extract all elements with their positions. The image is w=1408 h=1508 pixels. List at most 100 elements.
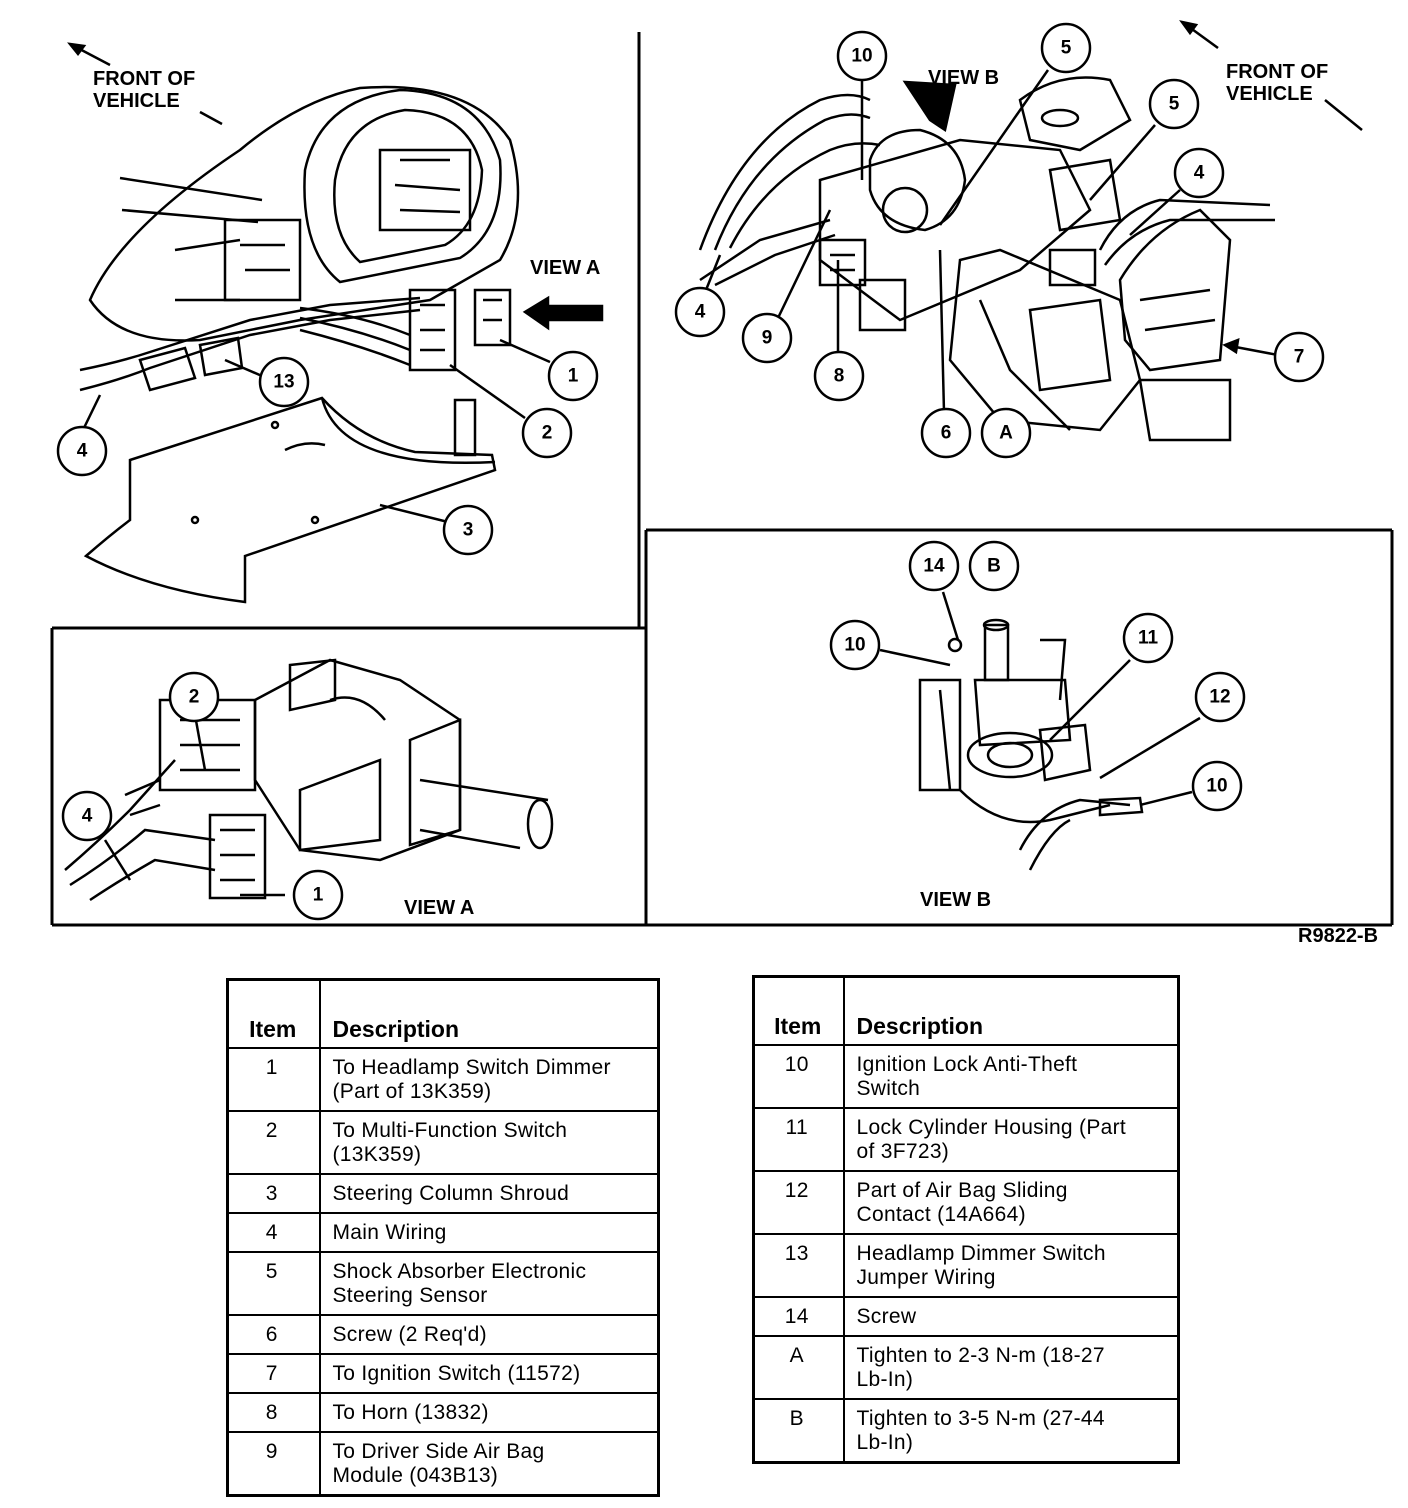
table-row: 7 To Ignition Switch (11572)	[226, 1353, 660, 1394]
svg-text:13: 13	[273, 372, 294, 393]
item-description: Main Wiring	[318, 1212, 660, 1253]
item-number: 5	[226, 1251, 321, 1316]
callout-5: 5	[1148, 78, 1200, 130]
callout-4: 4	[61, 790, 113, 842]
table-row: 4 Main Wiring	[226, 1212, 660, 1253]
callouts-main-right: 10 5 5 4 4 9 8 6 A 7	[674, 22, 1325, 459]
svg-text:2: 2	[189, 687, 200, 708]
item-description: To Ignition Switch (11572)	[318, 1353, 660, 1394]
view-a-illustration	[64, 658, 554, 902]
svg-text:4: 4	[695, 302, 706, 323]
item-number: 2	[226, 1110, 321, 1175]
item-column-header: Item	[226, 978, 321, 1049]
drawing-code: R9822-B	[1298, 925, 1379, 947]
callouts-view-b: 14 B 10 11 12 10	[829, 540, 1246, 812]
svg-text:10: 10	[851, 46, 872, 67]
callout-6: 6	[920, 407, 972, 459]
svg-text:9: 9	[762, 328, 773, 349]
item-description: To Horn (13832)	[318, 1392, 660, 1433]
item-number: 3	[226, 1173, 321, 1214]
svg-text:4: 4	[77, 441, 88, 462]
svg-text:10: 10	[1206, 776, 1227, 797]
callout-9: 9	[741, 312, 793, 364]
callout-B: B	[968, 540, 1020, 592]
svg-text:1: 1	[313, 885, 324, 906]
table-row: 14 Screw	[752, 1296, 1180, 1337]
callout-11: 11	[1122, 612, 1174, 664]
item-number: 10	[752, 1044, 845, 1109]
item-description: Screw (2 Req'd)	[318, 1314, 660, 1355]
svg-text:FRONT OF: FRONT OF	[1226, 61, 1328, 83]
main-view-left-illustration	[67, 42, 604, 604]
svg-text:A: A	[999, 423, 1013, 444]
description-column-header: Description	[842, 975, 1180, 1046]
callout-7: 7	[1273, 331, 1325, 383]
callout-12: 12	[1194, 671, 1246, 723]
callout-1: 1	[547, 350, 599, 402]
legend-table-left: Item Description 1 To Headlamp Switch Di…	[226, 978, 660, 1497]
legend-header-row: Item Description	[752, 975, 1180, 1046]
item-number: A	[752, 1335, 845, 1400]
callout-4: 4	[56, 425, 108, 477]
item-number: 13	[752, 1233, 845, 1298]
callout-10: 10	[829, 619, 881, 671]
svg-text:4: 4	[1194, 163, 1205, 184]
view-b-illustration	[879, 591, 1201, 871]
callout-A: A	[980, 407, 1032, 459]
table-row: 8 To Horn (13832)	[226, 1392, 660, 1433]
callout-13: 13	[258, 356, 310, 408]
callout-4: 4	[674, 286, 726, 338]
svg-text:14: 14	[923, 556, 945, 577]
view-a-caption: VIEW A	[404, 897, 474, 919]
item-number: 7	[226, 1353, 321, 1394]
view-a-arrow-label: VIEW A	[530, 257, 600, 279]
svg-text:3: 3	[463, 520, 474, 541]
front-of-vehicle-label-right: FRONT OF VEHICLE	[1226, 61, 1328, 105]
item-number: 9	[226, 1431, 321, 1497]
svg-text:7: 7	[1294, 347, 1305, 368]
callouts-view-a: 2 4 1	[61, 671, 344, 921]
callout-10: 10	[836, 30, 888, 82]
svg-text:2: 2	[542, 423, 553, 444]
svg-text:5: 5	[1061, 38, 1072, 59]
view-b-caption: VIEW B	[920, 889, 991, 911]
callout-1: 1	[292, 869, 344, 921]
item-description: To Multi-Function Switch(13K359)	[318, 1110, 660, 1175]
panel-borders	[50, 32, 1394, 927]
item-number: 1	[226, 1047, 321, 1112]
callout-10: 10	[1191, 760, 1243, 812]
item-number: 11	[752, 1107, 845, 1172]
svg-text:B: B	[987, 556, 1001, 577]
item-number: 12	[752, 1170, 845, 1235]
svg-text:12: 12	[1209, 687, 1230, 708]
svg-text:VEHICLE: VEHICLE	[93, 90, 180, 112]
svg-text:VEHICLE: VEHICLE	[1226, 83, 1313, 105]
item-number: 14	[752, 1296, 845, 1337]
svg-text:1: 1	[568, 366, 579, 387]
table-row: 6 Screw (2 Req'd)	[226, 1314, 660, 1355]
item-number: 6	[226, 1314, 321, 1355]
svg-text:6: 6	[941, 423, 952, 444]
svg-text:5: 5	[1169, 94, 1180, 115]
front-of-vehicle-label-left: FRONT OF VEHICLE	[93, 68, 195, 112]
svg-text:4: 4	[82, 806, 93, 827]
svg-text:FRONT OF: FRONT OF	[93, 68, 195, 90]
item-number: 4	[226, 1212, 321, 1253]
callout-14: 14	[908, 540, 960, 592]
callout-5: 5	[1040, 22, 1092, 74]
item-description: Steering Column Shroud	[318, 1173, 660, 1214]
table-row: 2 To Multi-Function Switch(13K359)	[226, 1110, 660, 1175]
